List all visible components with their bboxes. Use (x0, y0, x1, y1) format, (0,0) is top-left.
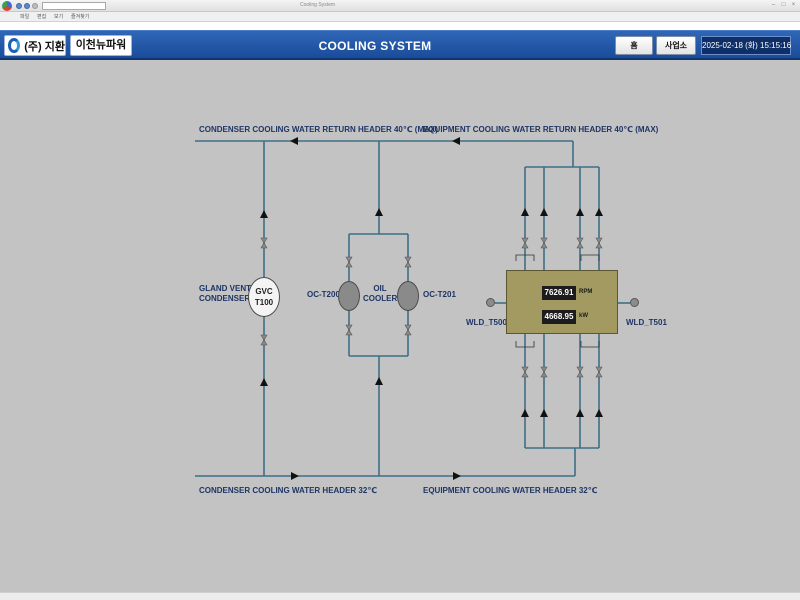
company-logo-icon (8, 38, 21, 53)
site-name: 이천뉴파워 (70, 35, 132, 56)
oil-cooler-line1: OIL (373, 284, 387, 293)
menu-favorites[interactable]: 즐겨찾기 (71, 14, 90, 20)
browser-menu-bar: 파일 편집 보기 즐겨찾기 (0, 12, 800, 22)
speed-readout: 7626.91 (542, 286, 576, 300)
site-button[interactable]: 사업소 (656, 36, 696, 55)
home-button[interactable]: 홈 (615, 36, 653, 55)
menu-edit[interactable]: 편집 (37, 14, 47, 20)
piping-schematic (195, 137, 630, 480)
menu-file[interactable]: 파일 (20, 14, 30, 20)
equipment-supply-header-label: EQUIPMENT COOLING WATER HEADER 32℃ (423, 486, 598, 495)
condenser-return-header-label: CONDENSER COOLING WATER RETURN HEADER 40… (199, 125, 438, 134)
datetime-display: 2025-02-18 (화) 15:15:16 (701, 36, 791, 55)
scada-header: (주) 지환 이천뉴파워 COOLING SYSTEM 홈 사업소 2025-0… (0, 30, 800, 60)
maximize-icon[interactable]: □ (781, 2, 786, 8)
oc-t201-cooler[interactable] (397, 281, 419, 311)
company-logo: (주) 지환 (4, 35, 66, 56)
forward-icon[interactable] (24, 3, 30, 9)
close-icon[interactable]: × (791, 2, 796, 8)
oil-cooler-line2: COOLER (363, 294, 398, 303)
oc-t201-label: OC-T201 (423, 290, 456, 299)
menu-view[interactable]: 보기 (54, 14, 64, 20)
address-bar[interactable] (42, 2, 106, 10)
back-icon[interactable] (16, 3, 22, 9)
cooling-diagram: CONDENSER COOLING WATER RETURN HEADER 40… (0, 60, 800, 592)
browser-content-top (0, 22, 800, 30)
wld-t500-label: WLD_T500 (466, 318, 507, 327)
oil-cooler-label: OIL COOLER (363, 284, 397, 304)
browser-logo-icon (2, 1, 12, 11)
gland-vent-line2: CONDENSER (199, 294, 251, 303)
wld-t501-label: WLD_T501 (626, 318, 667, 327)
gvc-t100-condenser[interactable]: GVC T100 (248, 277, 280, 317)
gvc-line2: T100 (254, 298, 274, 307)
refresh-icon[interactable] (32, 3, 38, 9)
gvc-line1: GVC (255, 287, 273, 296)
browser-status-bar (0, 592, 800, 600)
company-name: (주) 지환 (24, 40, 65, 53)
oc-t200-label: OC-T200 (307, 290, 340, 299)
window-title: Cooling System (300, 2, 336, 8)
wld-t501-sensor[interactable] (630, 298, 639, 307)
minimize-icon[interactable]: – (771, 2, 776, 8)
equipment-return-header-label: EQUIPMENT COOLING WATER RETURN HEADER 40… (423, 125, 659, 134)
gland-vent-line1: GLAND VENT (199, 284, 251, 293)
oc-t200-cooler[interactable] (338, 281, 360, 311)
browser-toolbar: Cooling System – □ × (0, 0, 800, 12)
turbine-generator[interactable] (506, 270, 618, 334)
power-readout: 4668.95 (542, 310, 576, 324)
condenser-supply-header-label: CONDENSER COOLING WATER HEADER 32℃ (199, 486, 377, 495)
gland-vent-condenser-label: GLAND VENT CONDENSER (199, 284, 251, 304)
speed-unit: RPM (579, 289, 593, 295)
wld-t500-sensor[interactable] (486, 298, 495, 307)
power-unit: kW (579, 313, 588, 319)
page-title: COOLING SYSTEM (318, 39, 432, 53)
